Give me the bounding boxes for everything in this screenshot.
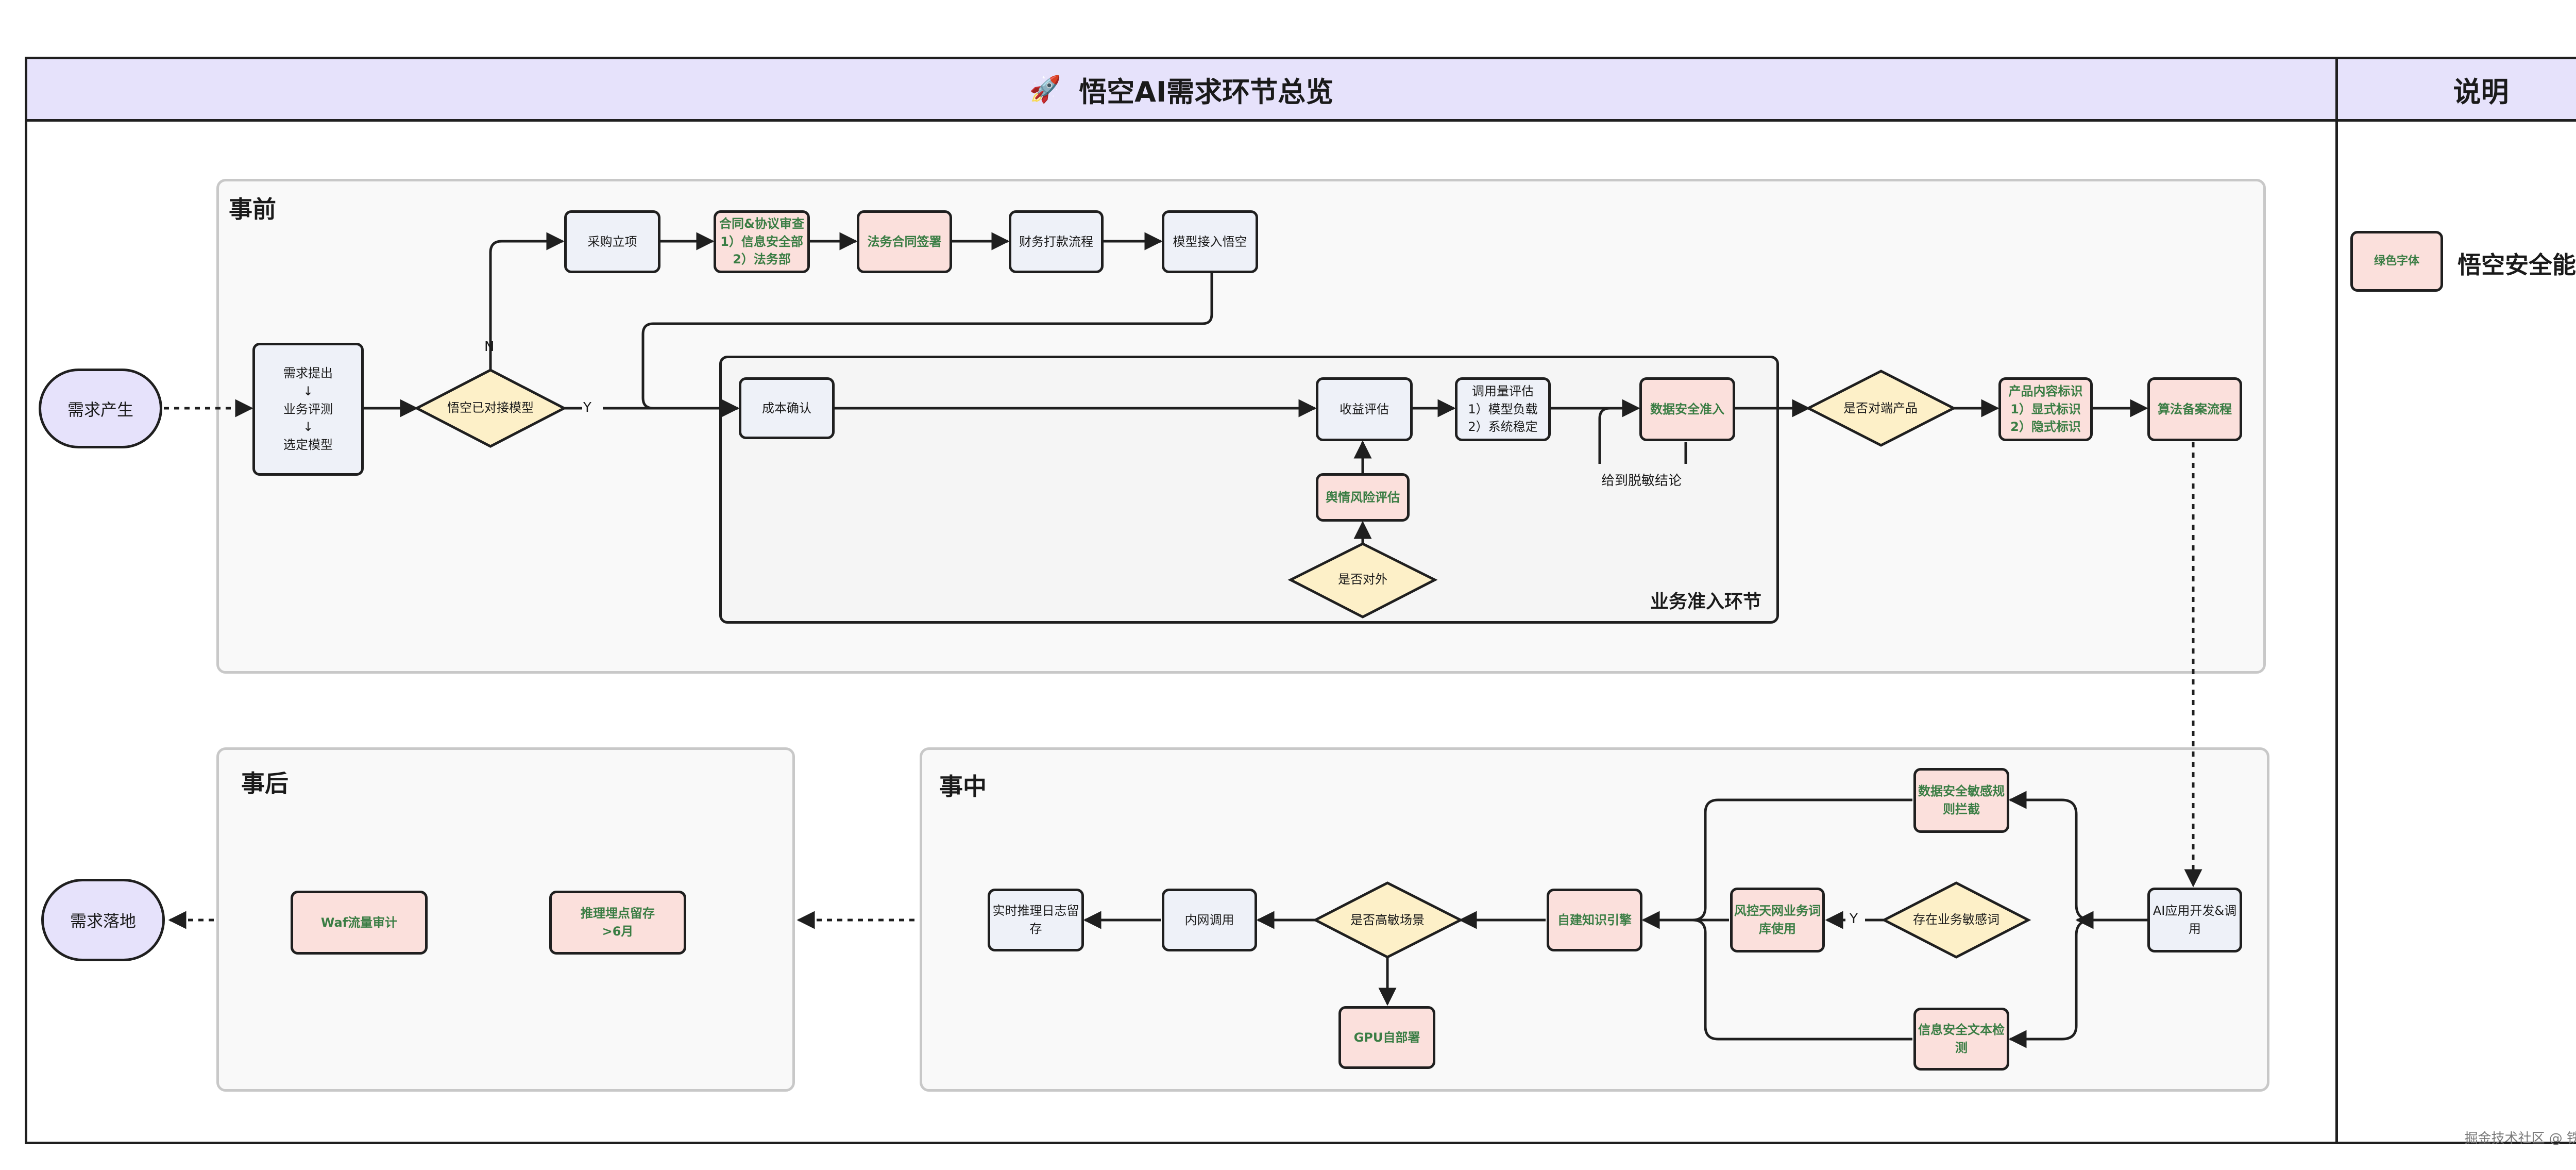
node-realtime-log: 实时推理日志留存 [988, 889, 1084, 951]
business-access-box [719, 356, 1779, 624]
decision-has-model: 悟空已对接模型 [447, 400, 534, 415]
node-procurement: 采购立项 [564, 210, 660, 273]
region-during-title: 事中 [939, 773, 987, 800]
node-info-sec-detect: 信息安全文本检测 [1913, 1008, 2009, 1071]
decision-endpoint-product-shape [1805, 370, 1957, 447]
node-req-steps: 需求提出 ↓ 业务评测 ↓ 选定模型 [252, 343, 364, 476]
region-after-title: 事后 [241, 770, 289, 797]
node-content-label: 产品内容标识 1）显式标识 2）隐式标识 [1998, 377, 2093, 441]
legend-title: 说明 [2453, 75, 2509, 108]
node-data-sens-block: 数据安全敏感规则拦截 [1913, 768, 2009, 833]
terminal-start: 需求产生 [39, 369, 162, 448]
label-y: Y [583, 400, 591, 415]
node-revenue-eval: 收益评估 [1316, 377, 1413, 441]
decision-high-sensitive-shape [1312, 881, 1464, 959]
node-intranet-call: 内网调用 [1162, 889, 1257, 951]
node-cost-confirm: 成本确认 [739, 377, 835, 439]
rocket-icon: 🚀 [1029, 74, 1062, 104]
node-public-opinion: 舆情风险评估 [1316, 473, 1410, 522]
node-gpu-deploy: GPU自部署 [1338, 1006, 1435, 1069]
decision-endpoint-product: 是否对端产品 [1843, 401, 1918, 416]
node-call-volume: 调用量评估 1）模型负载 2）系统稳定 [1455, 377, 1551, 441]
node-waf-audit: Waf流量审计 [291, 891, 428, 955]
legend-header: 说明 [2335, 57, 2576, 122]
node-model-access: 模型接入悟空 [1162, 210, 1258, 273]
node-kb-engine: 自建知识引擎 [1547, 889, 1642, 951]
page-title: 悟空AI需求环节总览 [1079, 75, 1334, 108]
legend-sample: 绿色字体 [2350, 231, 2443, 292]
decision-sensitive-words: 存在业务敏感词 [1913, 912, 1999, 927]
overview-header: 🚀 悟空AI需求环节总览 [25, 57, 2338, 122]
node-legal-sign: 法务合同签署 [857, 210, 952, 273]
label-desensitize: 给到脱敏结论 [1601, 473, 1682, 489]
region-before-title: 事前 [229, 195, 276, 223]
node-risk-words: 风控天网业务词库使用 [1730, 888, 1825, 952]
node-finance: 财务打款流程 [1009, 210, 1104, 273]
node-contract-review: 合同&协议审查 1）信息安全部 2）法务部 [714, 210, 810, 273]
node-algo-filing: 算法备案流程 [2147, 377, 2242, 441]
node-data-security-access: 数据安全准入 [1639, 377, 1735, 441]
business-access-title: 业务准入环节 [1650, 591, 1762, 612]
node-infer-log-keep: 推理埋点留存 >6月 [549, 891, 686, 955]
decision-is-external: 是否对外 [1338, 572, 1387, 587]
label-n: N [484, 339, 495, 355]
decision-is-external-shape [1287, 542, 1438, 619]
decision-high-sensitive: 是否高敏场景 [1350, 913, 1425, 928]
terminal-end: 需求落地 [41, 879, 165, 961]
node-ai-dev: AI应用开发&调用 [2147, 888, 2242, 952]
label-y-2: Y [1850, 911, 1858, 927]
decision-has-model-shape [414, 369, 567, 448]
legend-text: 悟空安全能力 [2458, 251, 2576, 279]
column-divider [2335, 57, 2338, 1144]
decision-sensitive-words-shape [1881, 881, 2031, 959]
watermark-footer: 掘金技术社区 @ 铁拉拉技术 [2464, 1131, 2576, 1146]
